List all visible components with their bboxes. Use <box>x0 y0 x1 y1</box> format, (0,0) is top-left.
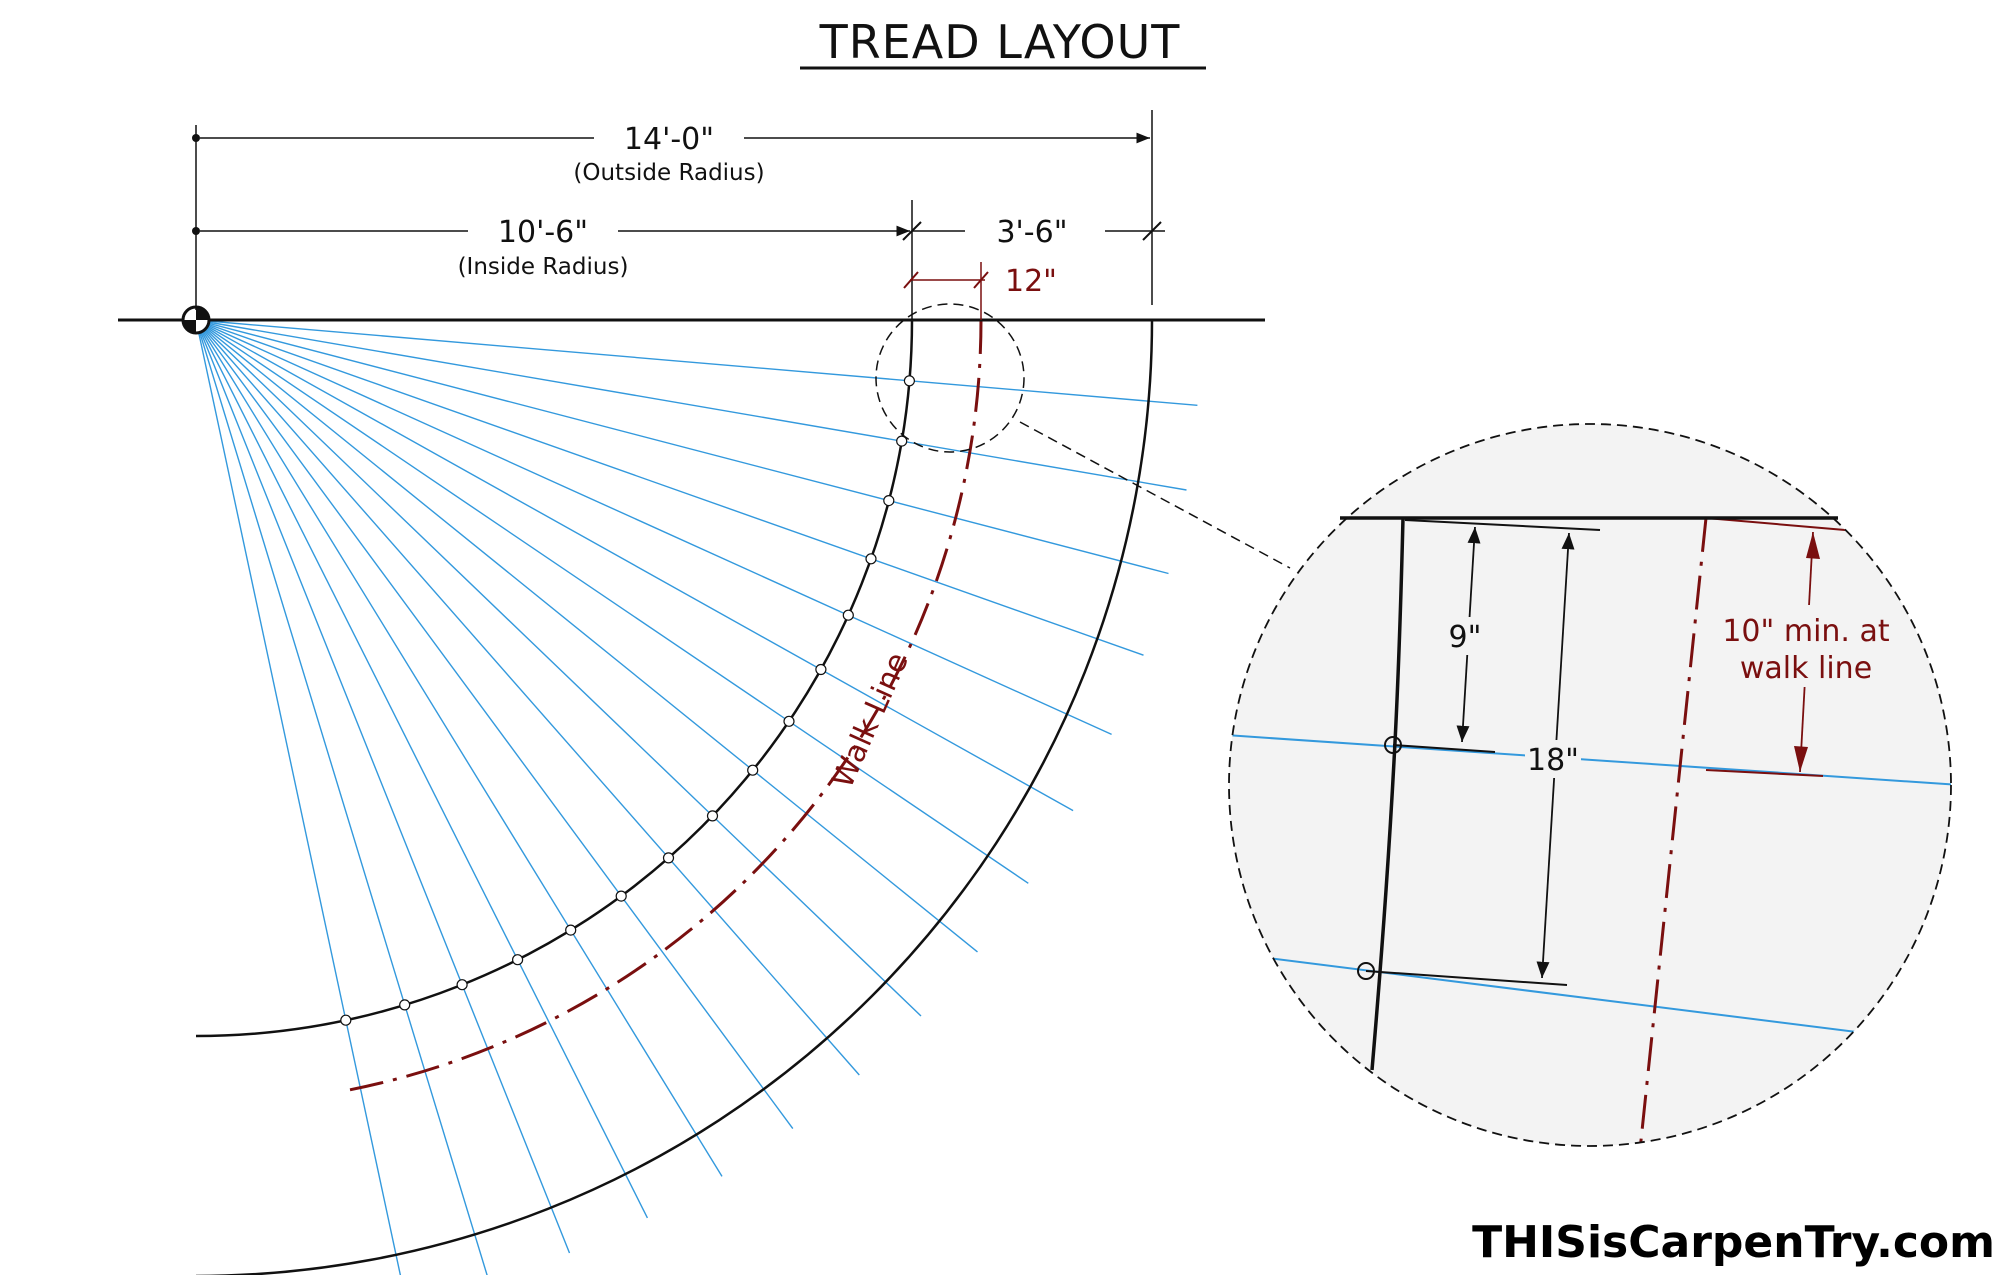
outside-radius-note: (Outside Radius) <box>573 160 764 186</box>
inside-radius-note: (Inside Radius) <box>458 254 629 280</box>
brand-wordmark: THISisCarpenTry.com <box>1472 1217 1995 1268</box>
detail-run-nine: 9" <box>1449 620 1482 655</box>
inside-radius-point <box>399 999 411 1011</box>
detail-enlargement: 9" 18" 10" min. at walk line <box>1228 423 1952 1147</box>
tread-line <box>195 319 571 1254</box>
stair-width-value: 3'-6" <box>996 215 1067 250</box>
tread-line <box>195 319 1029 884</box>
dimension-walk-line-offset: 12" <box>903 262 1057 320</box>
inside-radius-point <box>815 663 827 676</box>
walk-line-offset-value: 12" <box>1005 264 1057 299</box>
tread-line <box>195 319 794 1130</box>
inside-radius-point <box>511 954 524 966</box>
dimension-outside-radius: 14'-0" (Outside Radius) <box>192 110 1153 310</box>
inside-radius-arc <box>195 319 914 1038</box>
tread-line <box>195 319 1187 491</box>
inside-radius-point <box>903 375 916 387</box>
detail-leader-line <box>1019 421 1291 569</box>
tread-line <box>195 319 649 1219</box>
detail-run-eighteen: 18" <box>1527 743 1579 778</box>
inside-radius-point <box>340 1014 352 1026</box>
tread-line <box>195 319 922 1017</box>
tread-division-lines <box>195 319 1198 1275</box>
walk-line-label: Walk Line <box>825 648 916 794</box>
inside-radius-point <box>615 890 627 902</box>
tread-line <box>195 319 723 1177</box>
inside-radius-point <box>706 810 719 822</box>
outside-radius-arc <box>195 319 1154 1275</box>
tread-line <box>195 319 1169 575</box>
tread-line <box>195 319 488 1275</box>
drawing-title: TREAD LAYOUT <box>819 15 1181 69</box>
detail-min-note-line1: 10" min. at <box>1722 614 1890 649</box>
inside-radius-points <box>340 375 916 1026</box>
walk-line-arc <box>344 319 983 1093</box>
inside-radius-point <box>565 924 577 936</box>
tread-line <box>195 319 860 1076</box>
tread-line <box>195 319 1144 656</box>
detail-callout-circle <box>875 303 1025 453</box>
outside-radius-value: 14'-0" <box>624 122 714 157</box>
inside-radius-point <box>783 715 795 727</box>
tread-line <box>195 319 402 1275</box>
tread-line <box>195 319 1074 812</box>
inside-radius-value: 10'-6" <box>498 215 588 250</box>
inside-radius-point <box>747 764 759 776</box>
dimension-inside-radius: 10'-6" (Inside Radius) <box>192 200 922 320</box>
tread-line <box>195 319 1198 406</box>
inside-radius-point <box>896 435 908 447</box>
dimension-stair-width: 3'-6" <box>912 212 1165 252</box>
inside-radius-point <box>662 852 675 864</box>
inside-radius-point <box>865 553 877 565</box>
center-point <box>181 305 211 335</box>
inside-radius-point <box>883 495 895 507</box>
detail-min-note-line2: walk line <box>1740 651 1872 686</box>
inside-radius-point <box>842 609 854 621</box>
tread-line <box>195 319 978 953</box>
inside-radius-point <box>456 979 468 991</box>
tread-line <box>195 319 1112 736</box>
